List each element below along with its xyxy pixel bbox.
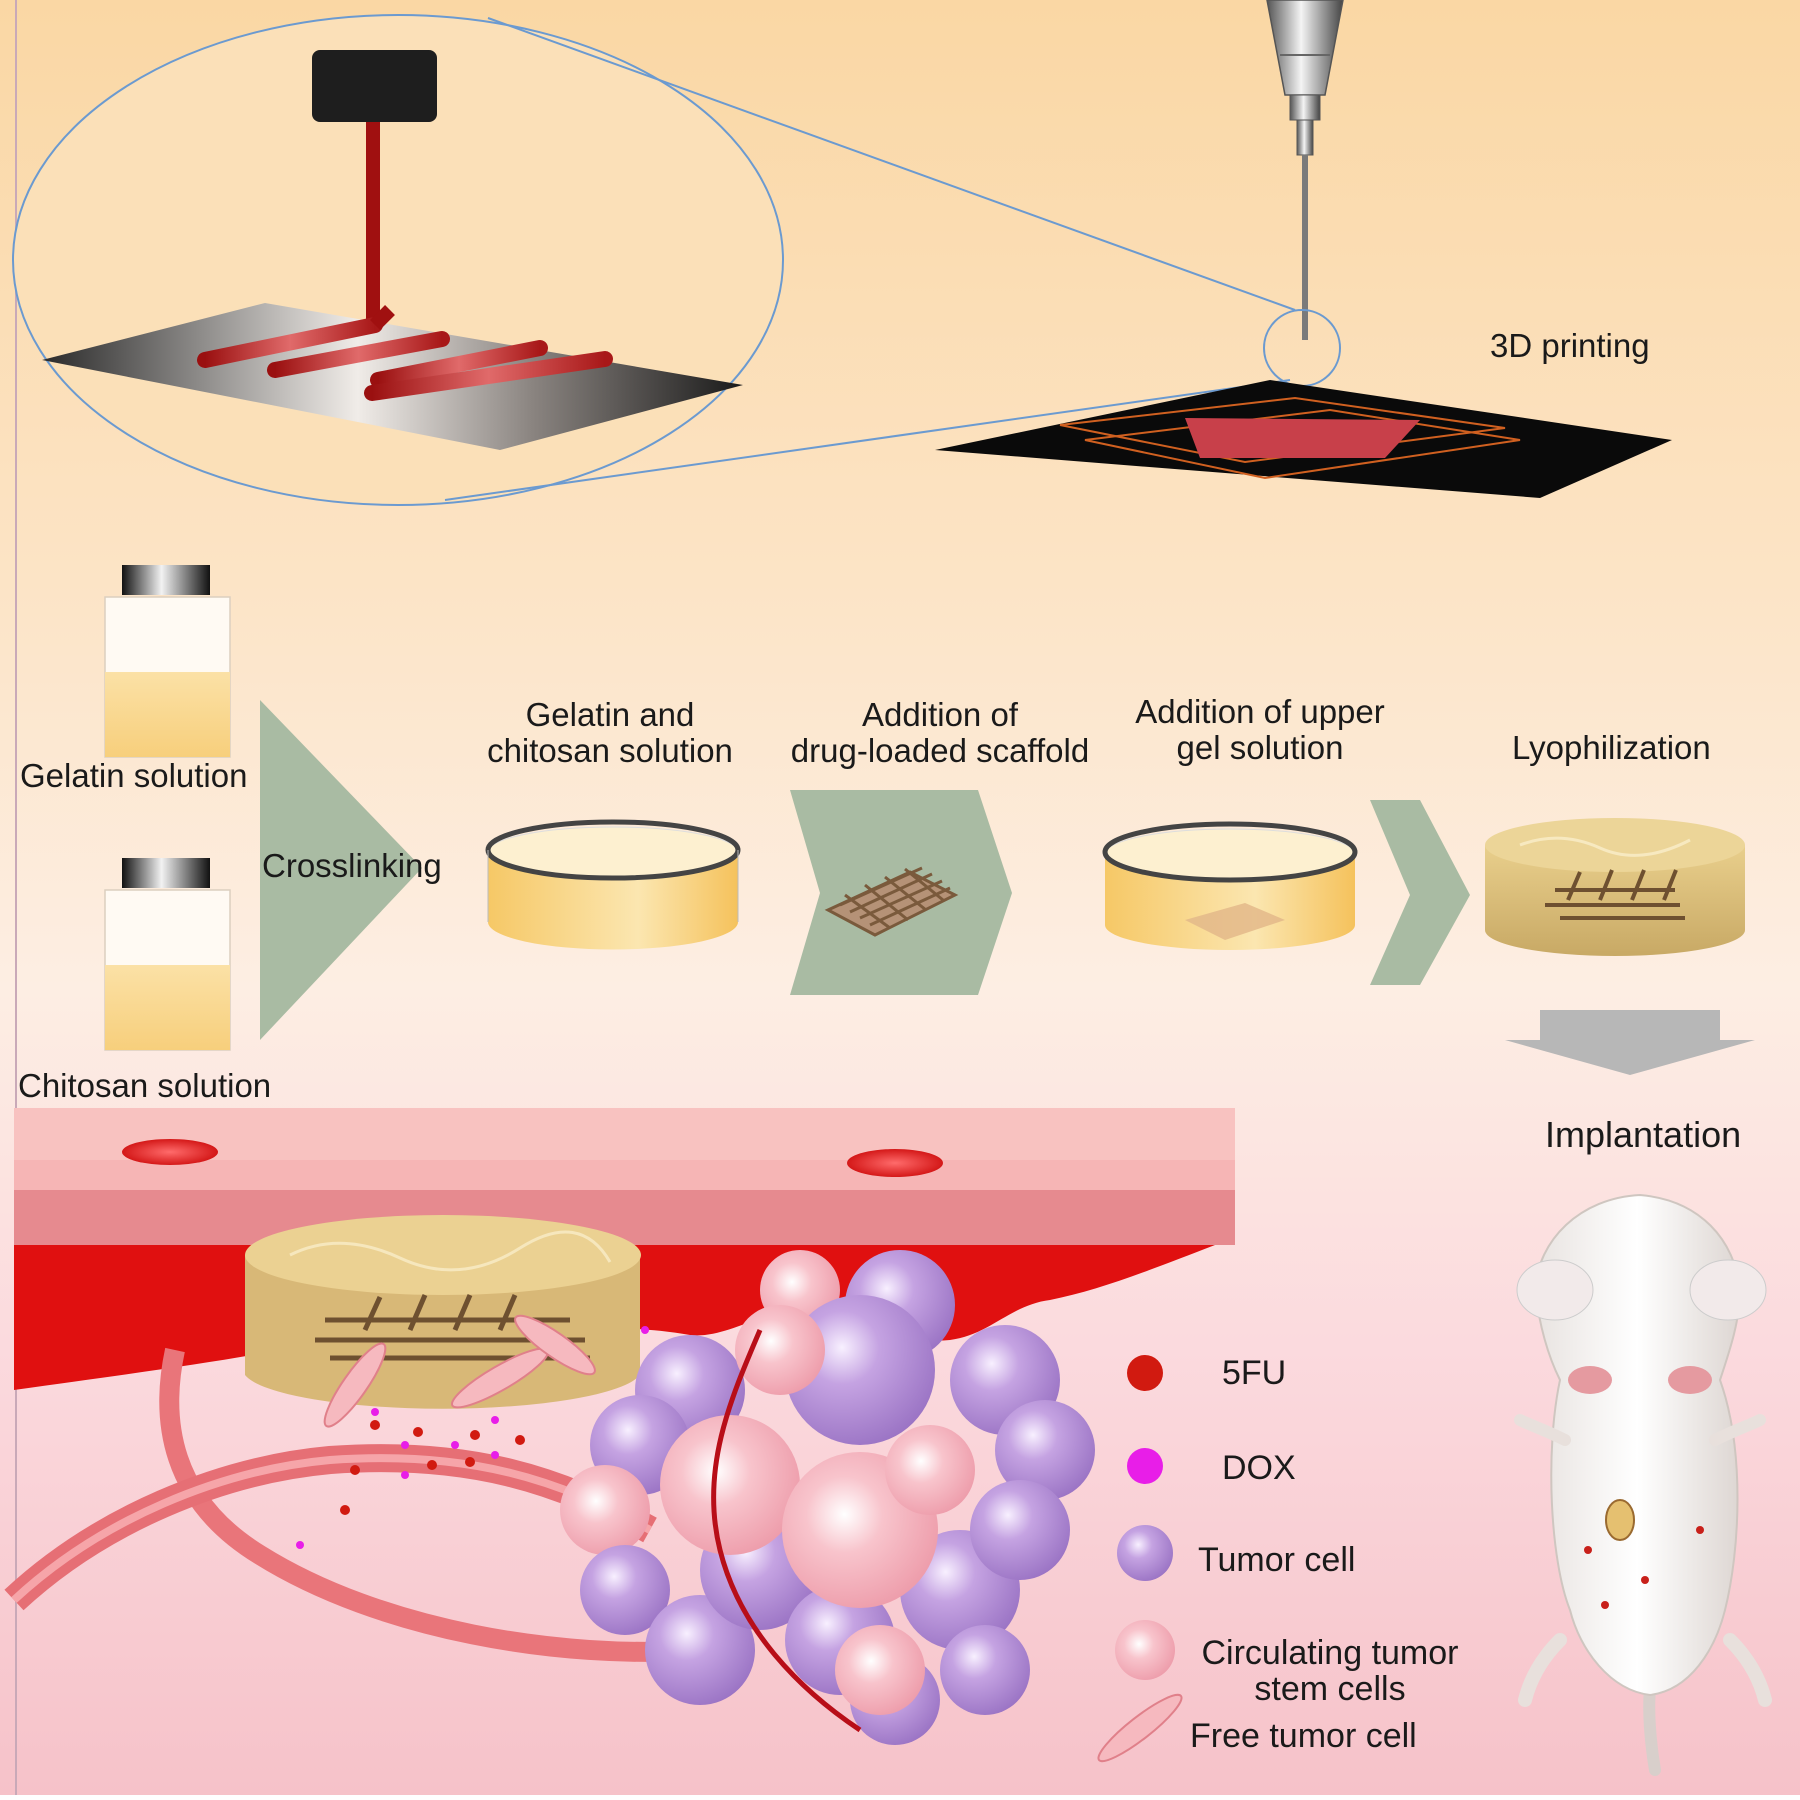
label-implantation: Implantation <box>1545 1114 1742 1155</box>
label-gelatin-chitosan: Gelatin and chitosan solution <box>460 697 760 769</box>
label-gelatin-chitosan-line2: chitosan solution <box>487 732 733 769</box>
legend-ctsc-line2: stem cells <box>1254 1670 1406 1708</box>
legend-dox-dot <box>1127 1448 1163 1484</box>
label-upper-gel: Addition of upper gel solution <box>1110 694 1410 766</box>
printing-platform <box>935 380 1672 498</box>
legend-tumor-label: Tumor cell <box>1198 1541 1356 1579</box>
legend-ctsc-label: Circulating tumor stem cells <box>1185 1635 1475 1707</box>
legend-dox-label: DOX <box>1222 1449 1296 1487</box>
legend-tumor-cell <box>1117 1525 1173 1581</box>
legend-free-label: Free tumor cell <box>1190 1717 1417 1755</box>
drug-particles <box>296 1326 679 1549</box>
legend-ctsc <box>1115 1620 1175 1680</box>
dish-with-scaffold <box>1102 821 1358 950</box>
legend-5fu-dot <box>1127 1355 1163 1391</box>
lyophilized-scaffold <box>1485 818 1745 956</box>
gel-dish <box>485 819 741 950</box>
printing-zoom-view <box>12 14 1296 506</box>
scaffold <box>824 866 959 937</box>
label-addition-scaffold: Addition of drug-loaded scaffold <box>760 697 1120 769</box>
mouse <box>1514 1193 1772 1776</box>
label-3d-printing: 3D printing <box>1490 327 1650 364</box>
gelatin-vial <box>104 565 231 758</box>
label-gelatin-chitosan-line1: Gelatin and <box>525 696 695 733</box>
label-addition-scaffold-line2: drug-loaded scaffold <box>790 732 1090 769</box>
legend-symbols <box>1097 1355 1183 1763</box>
label-lyophilization: Lyophilization <box>1512 729 1711 766</box>
merge-arrow <box>260 700 422 1040</box>
implanted-scaffold <box>245 1215 641 1409</box>
label-upper-gel-line1: Addition of upper <box>1135 693 1385 730</box>
blood-vessels <box>4 1347 701 1662</box>
legend-ctsc-line1: Circulating tumor <box>1201 1634 1459 1672</box>
free-tumor-cells <box>323 1314 596 1428</box>
label-gelatin-solution: Gelatin solution <box>20 757 248 794</box>
label-chitosan-solution: Chitosan solution <box>18 1067 272 1104</box>
chitosan-vial <box>104 858 231 1051</box>
legend-5fu-label: 5FU <box>1222 1354 1287 1392</box>
label-crosslinking: Crosslinking <box>262 847 442 884</box>
lyophilization-arrow <box>1370 800 1470 985</box>
legend-free-cell <box>1097 1693 1183 1763</box>
tumor-mass <box>560 1250 1095 1745</box>
label-upper-gel-line2: gel solution <box>1176 729 1344 766</box>
implantation-arrow <box>1505 1010 1755 1075</box>
label-addition-scaffold-line1: Addition of <box>862 696 1018 733</box>
